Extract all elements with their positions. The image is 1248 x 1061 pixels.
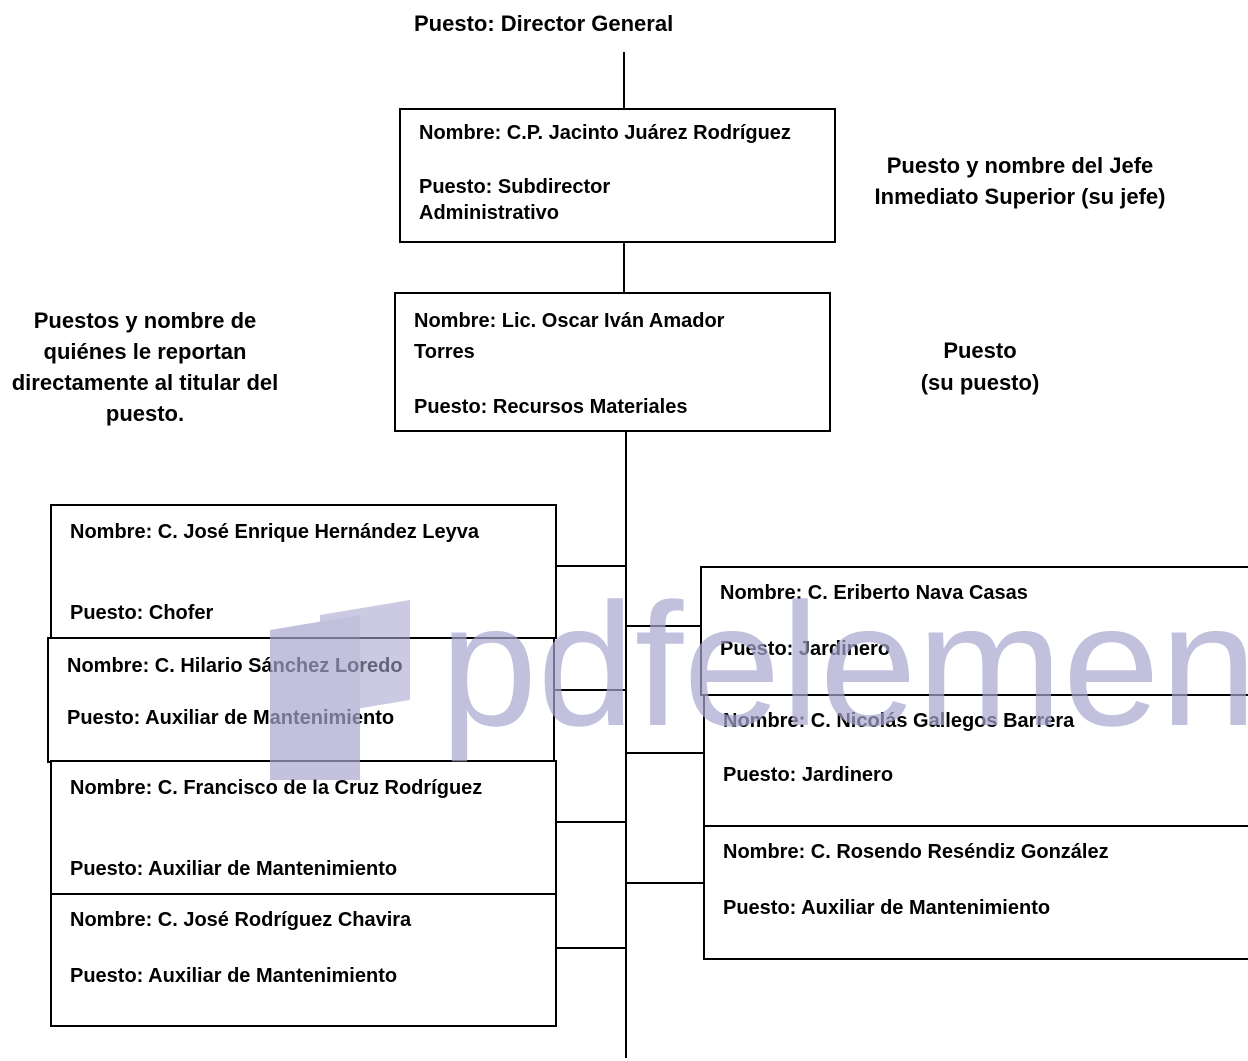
main-note-title: Puesto bbox=[943, 338, 1017, 363]
report-position: Puesto: Auxiliar de Mantenimiento bbox=[723, 897, 1051, 919]
supervisor-box: Nombre: C.P. Jacinto Juárez Rodríguez Pu… bbox=[399, 108, 836, 243]
connector-left-4 bbox=[555, 947, 627, 949]
report-name: Nombre: C. José Rodríguez Chavira bbox=[70, 909, 412, 931]
main-name: Nombre: Lic. Oscar Iván Amador Torres bbox=[414, 310, 725, 363]
report-name: Nombre: C. Rosendo Reséndiz González bbox=[723, 841, 1109, 863]
report-name: Nombre: C. Nicolás Gallegos Barrera bbox=[723, 710, 1075, 732]
report-position: Puesto: Chofer bbox=[70, 602, 214, 624]
report-name: Nombre: C. José Enrique Hernández Leyva bbox=[70, 521, 480, 543]
left-report-box-jose: Nombre: C. José Rodríguez Chavira Puesto… bbox=[50, 893, 557, 1027]
connector-right-3 bbox=[627, 882, 703, 884]
main-position-box: Nombre: Lic. Oscar Iván Amador Torres Pu… bbox=[394, 292, 831, 432]
report-name: Nombre: C. Francisco de la Cruz Rodrígue… bbox=[70, 777, 483, 799]
right-report-box-nicolas: Nombre: C. Nicolás Gallegos Barrera Pues… bbox=[703, 694, 1248, 827]
supervisor-note: Puesto y nombre del Jefe Inmediato Super… bbox=[874, 153, 1166, 209]
connector-right-2 bbox=[627, 752, 703, 754]
report-position: Puesto: Auxiliar de Mantenimiento bbox=[67, 707, 395, 729]
supervisor-name: Nombre: C.P. Jacinto Juárez Rodríguez bbox=[419, 122, 791, 144]
report-position: Puesto: Jardinero bbox=[720, 638, 891, 660]
left-report-box-francisco: Nombre: C. Francisco de la Cruz Rodrígue… bbox=[50, 760, 557, 895]
supervisor-position: Puesto: Subdirector Administrativo bbox=[419, 176, 611, 224]
report-name: Nombre: C. Eriberto Nava Casas bbox=[720, 582, 1028, 604]
report-position: Puesto: Auxiliar de Mantenimiento bbox=[70, 858, 398, 880]
main-note-subtitle: (su puesto) bbox=[920, 370, 1040, 395]
connector-director-to-subdirector bbox=[623, 52, 625, 109]
report-position: Puesto: Auxiliar de Mantenimiento bbox=[70, 965, 398, 987]
reports-note: Puestos y nombre de quiénes le reportan … bbox=[11, 308, 279, 426]
report-position: Puesto: Jardinero bbox=[723, 764, 894, 786]
right-report-box-rosendo: Nombre: C. Rosendo Reséndiz González Pue… bbox=[703, 825, 1248, 960]
main-position: Puesto: Recursos Materiales bbox=[414, 396, 688, 418]
left-report-box-hilario: Nombre: C. Hilario Sánchez Loredo Puesto… bbox=[47, 637, 555, 763]
right-report-box-eriberto: Nombre: C. Eriberto Nava Casas Puesto: J… bbox=[700, 566, 1248, 696]
report-name: Nombre: C. Hilario Sánchez Loredo bbox=[67, 655, 403, 677]
director-general-title: Puesto: Director General bbox=[414, 11, 674, 36]
connector-right-1 bbox=[627, 625, 700, 627]
connector-subdirector-to-main bbox=[623, 241, 625, 293]
connector-left-3 bbox=[555, 821, 627, 823]
connector-left-1 bbox=[555, 565, 627, 567]
connector-left-2 bbox=[553, 689, 627, 691]
left-report-box-chofer: Nombre: C. José Enrique Hernández Leyva … bbox=[50, 504, 557, 639]
connector-main-spine bbox=[625, 430, 627, 1058]
